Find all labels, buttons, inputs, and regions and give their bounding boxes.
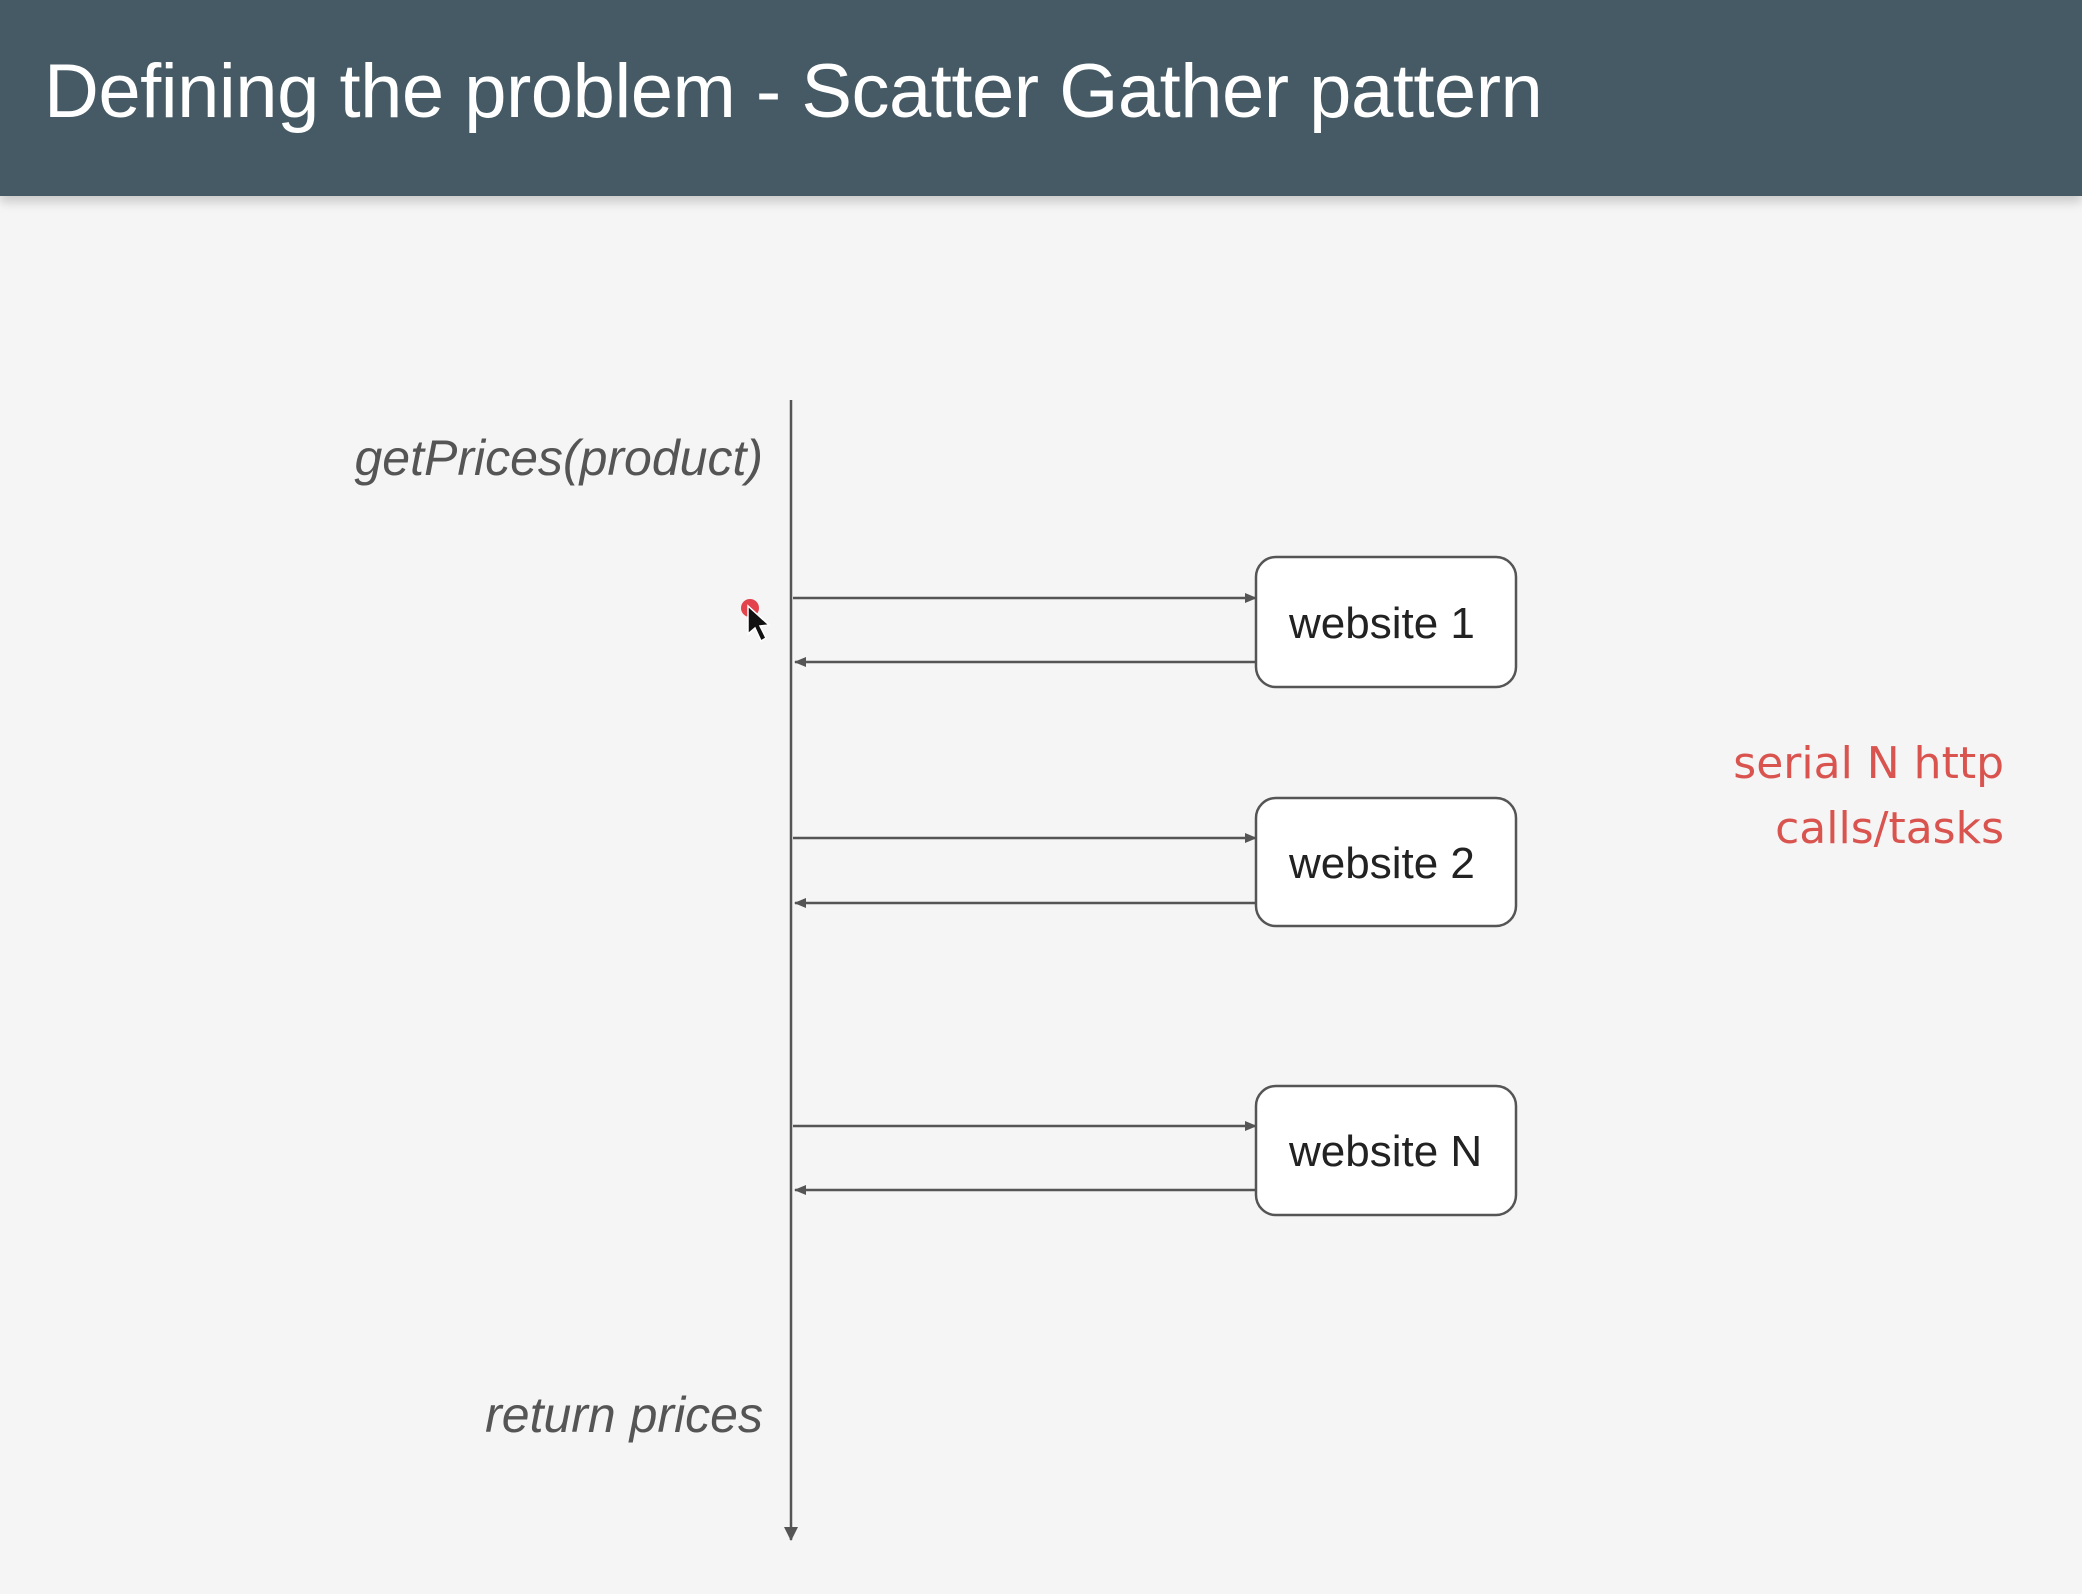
website-1-box [1254,555,1518,689]
return-label: return prices [485,1387,763,1443]
cursor-arrow-icon [747,604,771,643]
website-1-group: website 1 [793,555,1518,689]
mouse-cursor [741,599,771,643]
call-label: getPrices(product) [355,430,764,486]
slide-title: Defining the problem - Scatter Gather pa… [44,49,1543,134]
annotation-line-1: serial N http [1733,738,2004,789]
website-1-label: website 1 [1288,599,1475,648]
title-bar: Defining the problem - Scatter Gather pa… [0,0,2082,196]
annotation-line-2: calls/tasks [1775,803,2004,854]
website-n-group: website N [793,1084,1518,1217]
website-n-box [1254,1084,1518,1217]
website-n-label: website N [1288,1127,1482,1176]
website-2-box [1254,796,1518,928]
website-2-label: website 2 [1288,839,1475,888]
website-2-group: website 2 [793,796,1518,928]
